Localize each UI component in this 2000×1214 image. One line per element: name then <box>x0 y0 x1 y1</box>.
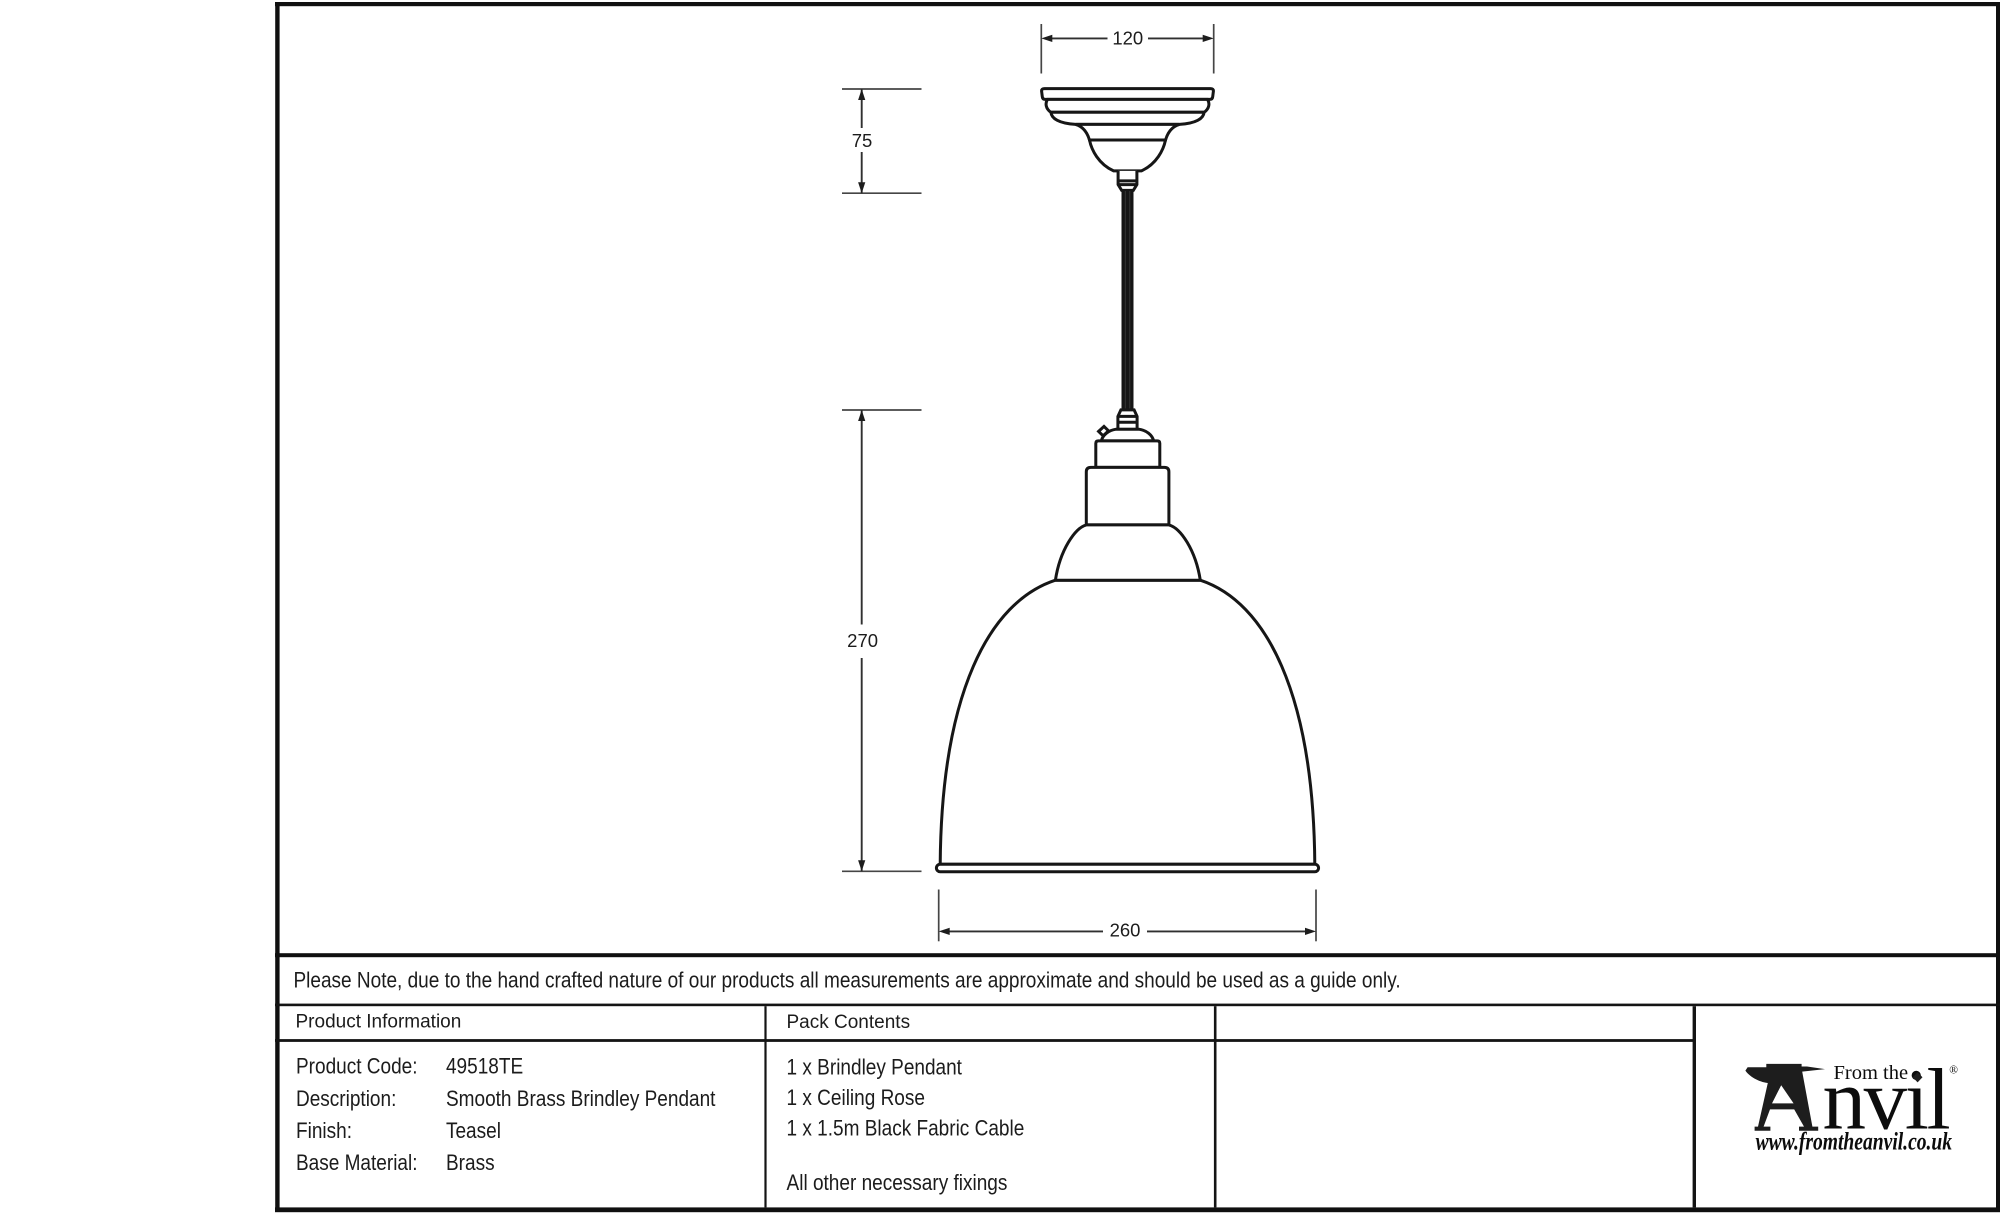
rose-top-plate <box>1040 87 1215 101</box>
drawing-bottom-border <box>275 953 2000 958</box>
cable <box>1121 190 1134 411</box>
pendant-drawing <box>934 87 1321 874</box>
frame-top-border <box>275 2 2000 7</box>
arrow-up-icon <box>858 89 866 100</box>
row-label: Finish: <box>296 1119 352 1144</box>
product-information-header: Product Information <box>296 1012 462 1033</box>
frame-right-border <box>1996 2 2000 1212</box>
arrow-down-icon <box>858 182 866 194</box>
anvil-icon <box>1745 1063 1825 1131</box>
logo-from-the: From the <box>1834 1062 1909 1084</box>
row-value: Brass <box>446 1151 495 1176</box>
holder-ferrule <box>1116 408 1139 431</box>
frame-left-border <box>275 2 280 1212</box>
arrow-up-icon <box>858 410 866 421</box>
arrow-left-icon <box>938 927 950 935</box>
fabric-cable <box>1121 190 1134 411</box>
product-information-cell: Product Code: 49518TE Description: Smoot… <box>296 1054 716 1175</box>
shade-rim <box>934 862 1321 874</box>
note-row-border <box>275 1003 2000 1007</box>
arrow-down-icon <box>858 860 866 872</box>
logo-anvil-word: nvil <box>1823 1051 1950 1148</box>
rose-tier-2 <box>1044 97 1211 114</box>
rose-bell <box>1087 138 1168 173</box>
body-text-layer: Please Note, due to the hand crafted nat… <box>293 968 1400 1195</box>
holder-cylinder-upper <box>1094 439 1162 469</box>
sheet-frame <box>275 2 2000 1213</box>
column-divider-1 <box>764 1006 767 1208</box>
ceiling-rose <box>1040 87 1215 192</box>
dim-label-shade-width: 260 <box>1110 919 1141 940</box>
arrow-left-icon <box>1041 34 1053 42</box>
dimension-shade-width: 260 <box>937 889 1317 942</box>
dimension-shade-height: 270 <box>842 409 922 873</box>
diamond-icon <box>1912 1072 1923 1083</box>
row-label: Product Code: <box>296 1054 418 1079</box>
from-the-anvil-logo: From the nvil ® www.fromtheanvil.co.uk <box>1745 1051 1958 1155</box>
shade <box>934 523 1321 874</box>
logo-website-group: www.fromtheanvil.co.uk <box>1756 1127 1953 1155</box>
column-divider-2 <box>1213 1006 1217 1208</box>
pack-item: 1 x Brindley Pendant <box>787 1055 963 1080</box>
row-value: 49518TE <box>446 1054 523 1079</box>
row-label: Description: <box>296 1087 396 1112</box>
pack-contents-header: Pack Contents <box>787 1012 911 1033</box>
row-label: Base Material: <box>296 1151 418 1176</box>
rose-tier-3 <box>1049 110 1206 126</box>
shade-shoulder <box>1053 523 1203 582</box>
dim-label-rose-height: 75 <box>852 130 873 151</box>
holder-dome <box>1099 427 1156 443</box>
rose-tier-4 <box>1075 122 1180 142</box>
pack-item: 1 x 1.5m Black Fabric Cable <box>787 1116 1025 1141</box>
holder-cylinder-lower <box>1084 465 1171 527</box>
arrow-right-icon <box>1202 34 1214 42</box>
logo-website: www.fromtheanvil.co.uk <box>1756 1127 1953 1155</box>
pack-contents-cell: 1 x Brindley Pendant 1 x Ceiling Rose 1 … <box>787 1055 1025 1195</box>
note-text: Please Note, due to the hand crafted nat… <box>293 968 1400 993</box>
lamp-holder <box>1084 408 1171 527</box>
registered-mark: ® <box>1949 1064 1958 1076</box>
row-value: Teasel <box>446 1119 501 1144</box>
dim-label-rose-width: 120 <box>1112 27 1143 48</box>
dimension-rose-width: 120 <box>1040 24 1215 74</box>
table-bottom-border <box>275 1207 2000 1213</box>
dimension-rose-height: 75 <box>842 88 922 195</box>
arrow-right-icon <box>1305 927 1316 935</box>
row-value: Smooth Brass Brindley Pendant <box>446 1087 716 1112</box>
shade-bell <box>938 578 1317 866</box>
header-row-border <box>275 1039 1694 1042</box>
column-divider-3 <box>1692 1006 1696 1208</box>
pack-item: All other necessary fixings <box>787 1171 1008 1196</box>
pack-item: 1 x Ceiling Rose <box>787 1086 925 1111</box>
dim-label-shade-height: 270 <box>847 630 878 651</box>
